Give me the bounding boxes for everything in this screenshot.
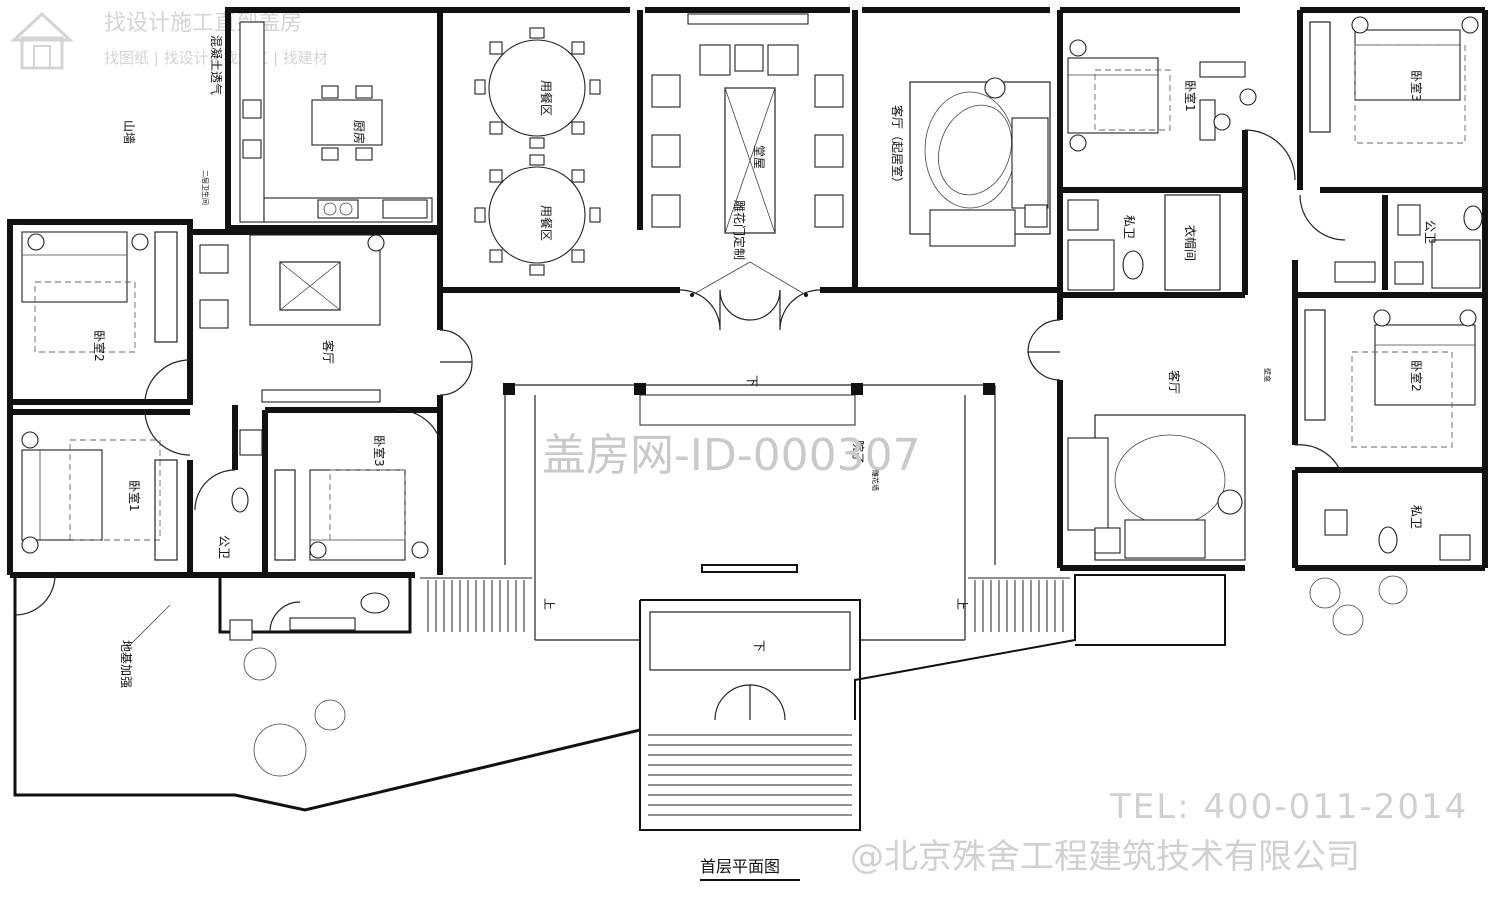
- columns: [503, 383, 995, 573]
- site-boundary: [13, 574, 1226, 831]
- doors: [14, 129, 1346, 721]
- label-public-bath-left: 公卫: [217, 535, 231, 559]
- right-stairs: [968, 577, 1070, 632]
- trees: [243, 575, 1408, 777]
- drawing-title: 首层平面图: [700, 857, 780, 876]
- room-labels: 厨房 用餐区 用餐区 堂屋 客厅（起居室） 卧室1 卧室3 私卫 衣帽间 公卫 …: [92, 70, 1437, 559]
- label-stairs-down-2: 下: [752, 640, 766, 652]
- label-private-bath-b: 私卫: [1409, 505, 1423, 529]
- right-living-furniture: [1067, 309, 1477, 561]
- center-living-furniture: [909, 77, 1051, 247]
- kitchen-furniture: [239, 21, 433, 223]
- left-wing-furniture: [21, 231, 429, 641]
- hall-furniture: [651, 13, 844, 297]
- label-kitchen: 厨房: [352, 120, 367, 144]
- front-stairs: [648, 734, 852, 816]
- label-cloakroom: 衣帽间: [1183, 225, 1198, 261]
- label-stairs-up-2: 上: [955, 598, 969, 610]
- label-hall: 堂屋: [752, 145, 766, 169]
- watermark-company: @北京殊舍工程建筑技术有限公司: [850, 837, 1360, 877]
- label-concrete: 混凝土透气: [209, 35, 224, 95]
- label-small-note-a: 二层卫生间: [201, 170, 210, 205]
- label-small-note-c: 壁龛: [1263, 368, 1272, 382]
- walls: [7, 7, 1488, 641]
- label-carved-door: 雕花门定制: [732, 200, 747, 260]
- label-dining-1: 用餐区: [539, 80, 554, 116]
- label-stairs-up-1: 上: [542, 598, 556, 610]
- label-yard: 院子: [851, 440, 865, 464]
- label-foundation: 地基加强: [119, 640, 133, 688]
- watermark-logo-text: 找设计施工直到盖房: [104, 11, 302, 36]
- label-living-center: 客厅（起居室）: [890, 105, 905, 189]
- label-stairs-down-1: 下: [745, 375, 759, 387]
- label-small-note-b: 雕花墙: [871, 470, 880, 491]
- label-bed1-right: 卧室1: [1183, 80, 1198, 112]
- label-private-bath-a: 私卫: [1122, 215, 1136, 239]
- left-stairs: [420, 577, 532, 632]
- label-living-left: 客厅: [321, 340, 336, 364]
- label-living-right: 客厅: [1167, 370, 1182, 394]
- watermark-logo-sub: 找图纸 | 找设计 | 找施工 | 找建材: [104, 49, 328, 67]
- label-public-bath-right: 公卫: [1423, 220, 1437, 244]
- label-bed1-left: 卧室1: [127, 480, 142, 512]
- watermark-tel: TEL: 400-011-2014: [1109, 787, 1468, 827]
- label-bed3-left: 卧室3: [372, 435, 387, 467]
- watermark-id: 盖房网-ID-000307: [542, 430, 921, 481]
- label-gable: 山墙: [122, 120, 136, 144]
- right-bedrooms-furniture: [1067, 16, 1483, 291]
- label-bed2-left: 卧室2: [92, 330, 107, 362]
- label-bed2-right: 卧室2: [1409, 360, 1424, 392]
- watermark-logo: 找设计施工直到盖房 找图纸 | 找设计 | 找施工 | 找建材: [10, 11, 328, 70]
- dining-tables: [474, 27, 601, 276]
- annotations: 山墙 混凝土透气 地基加强 下 下 上 上 雕花门定制 二层卫生间 雕花墙 壁龛: [119, 35, 1272, 688]
- label-dining-2: 用餐区: [539, 205, 554, 241]
- label-bed3-right: 卧室3: [1409, 70, 1424, 102]
